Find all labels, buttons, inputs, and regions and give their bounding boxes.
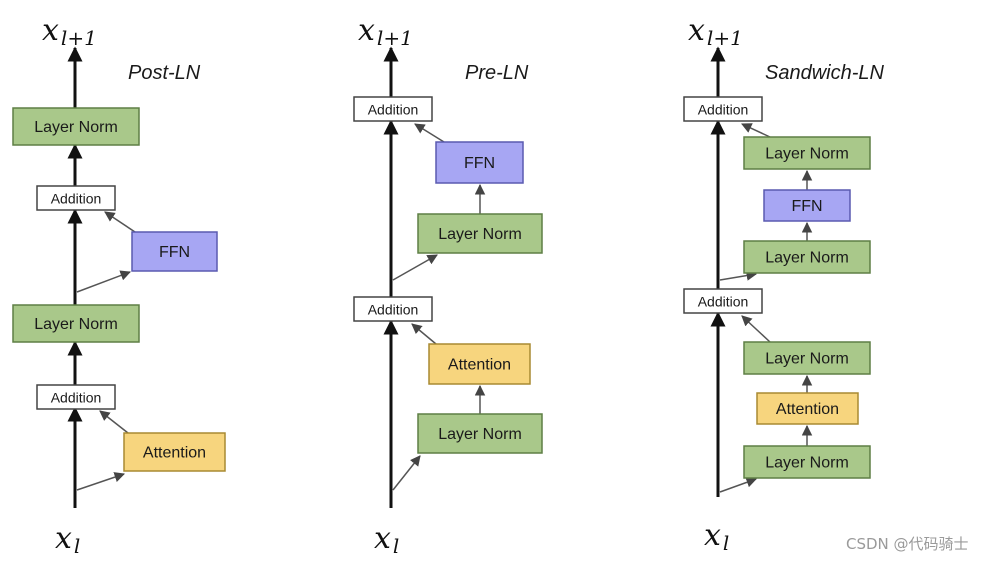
- attention-block: Attention: [756, 392, 859, 425]
- attention-block: Attention: [428, 343, 531, 385]
- ffn-label: FFN: [791, 198, 822, 215]
- attention-label: Attention: [776, 401, 839, 418]
- ffn-box: [435, 141, 524, 184]
- layer-norm-label: Layer Norm: [765, 455, 849, 472]
- connector-arrow: [392, 254, 438, 281]
- connector-arrow: [104, 211, 136, 233]
- layer-norm-box: [743, 445, 871, 479]
- layer-norm-box: [743, 240, 871, 274]
- connector-arrow: [741, 123, 771, 138]
- addition-box: [353, 96, 433, 122]
- connector-arrow: [76, 270, 131, 293]
- addition-box: [36, 185, 116, 211]
- addition-label: Addition: [698, 294, 749, 310]
- connector-arrow: [99, 410, 129, 434]
- layer-norm-box: [417, 413, 543, 454]
- layer-norm-block: Layer Norm: [12, 304, 140, 343]
- layer-norm-label: Layer Norm: [765, 146, 849, 163]
- panel-title: Sandwich-LN: [765, 62, 885, 84]
- layer-norm-label: Layer Norm: [438, 226, 522, 243]
- addition-box: [36, 384, 116, 410]
- layer-norm-box: [12, 107, 140, 146]
- ffn-block: FFN: [763, 189, 851, 222]
- addition-label: Addition: [698, 102, 749, 118]
- layer-norm-block: Layer Norm: [12, 107, 140, 146]
- addition-block: Addition: [36, 185, 116, 211]
- attention-label: Attention: [143, 445, 206, 462]
- connector-arrow: [719, 270, 758, 281]
- connector-arrow: [719, 477, 757, 493]
- panel-title: Post-LN: [128, 62, 201, 84]
- addition-box: [683, 288, 763, 314]
- attention-box: [756, 392, 859, 425]
- addition-label: Addition: [368, 302, 419, 318]
- layer-norm-block: Layer Norm: [743, 136, 871, 170]
- addition-label: Addition: [368, 102, 419, 118]
- addition-label: Addition: [51, 191, 102, 207]
- panel-title: Pre-LN: [465, 62, 529, 84]
- addition-block: Addition: [353, 96, 433, 122]
- connector-arrow: [392, 455, 421, 491]
- ffn-block: FFN: [131, 231, 218, 272]
- layer-norm-box: [12, 304, 140, 343]
- addition-label: Addition: [51, 390, 102, 406]
- layer-norm-label: Layer Norm: [765, 250, 849, 267]
- ffn-block: FFN: [435, 141, 524, 184]
- addition-block: Addition: [36, 384, 116, 410]
- layer-norm-box: [743, 341, 871, 375]
- attention-block: Attention: [123, 432, 226, 472]
- attention-box: [123, 432, 226, 472]
- addition-block: Addition: [353, 296, 433, 322]
- ffn-box: [131, 231, 218, 272]
- connector-arrow: [76, 472, 125, 491]
- attention-label: Attention: [448, 357, 511, 374]
- watermark: CSDN @代码骑士: [846, 535, 969, 553]
- layer-norm-box: [743, 136, 871, 170]
- layer-norm-label: Layer Norm: [34, 119, 118, 136]
- addition-box: [683, 96, 763, 122]
- connector-arrow: [414, 123, 445, 143]
- layer-norm-block: Layer Norm: [417, 213, 543, 254]
- ffn-box: [763, 189, 851, 222]
- layer-norm-block: Layer Norm: [743, 240, 871, 274]
- layer-norm-label: Layer Norm: [765, 351, 849, 368]
- ffn-label: FFN: [159, 244, 190, 261]
- connector-arrow: [411, 323, 437, 345]
- addition-block: Addition: [683, 288, 763, 314]
- layer-norm-block: Layer Norm: [417, 413, 543, 454]
- layer-norm-box: [417, 213, 543, 254]
- layer-norm-block: Layer Norm: [743, 341, 871, 375]
- connector-arrow: [741, 315, 771, 343]
- attention-box: [428, 343, 531, 385]
- addition-box: [353, 296, 433, 322]
- addition-block: Addition: [683, 96, 763, 122]
- layer-norm-label: Layer Norm: [438, 426, 522, 443]
- layer-norm-block: Layer Norm: [743, 445, 871, 479]
- ffn-label: FFN: [464, 155, 495, 172]
- layer-norm-label: Layer Norm: [34, 316, 118, 333]
